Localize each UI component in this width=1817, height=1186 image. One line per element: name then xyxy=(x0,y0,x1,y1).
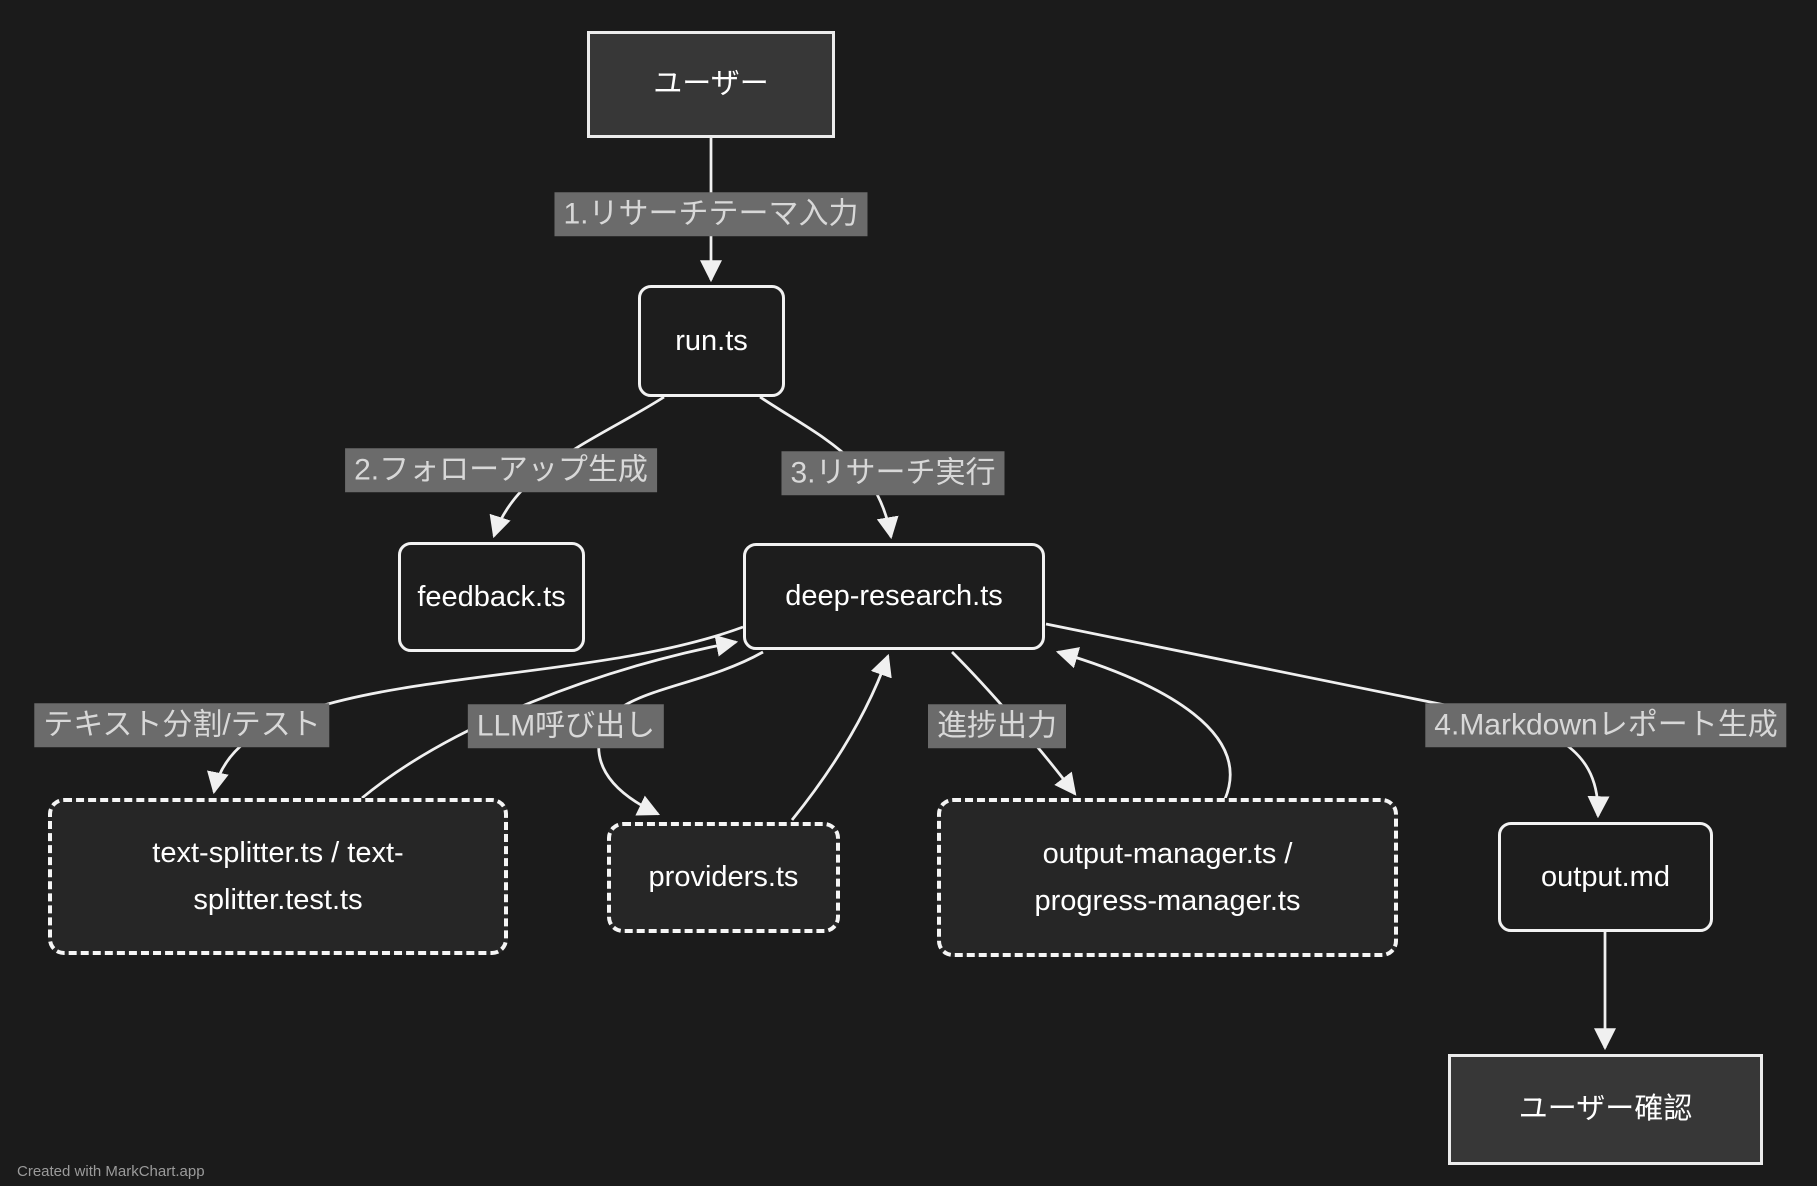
node-text-splitter-line1: text-splitter.ts / text- xyxy=(152,836,404,869)
edge-label-followup-generation: 2.フォローアップ生成 xyxy=(345,448,657,492)
node-output-md-label: output.md xyxy=(1541,860,1670,893)
node-output-md: output.md xyxy=(1498,822,1713,932)
node-user-label: ユーザー xyxy=(653,68,769,101)
node-run-ts-label: run.ts xyxy=(675,324,748,357)
node-output-manager-line1: output-manager.ts / xyxy=(1042,837,1293,870)
edge-label-research-execute: 3.リサーチ実行 xyxy=(781,451,1005,495)
node-output-manager-line2: progress-manager.ts xyxy=(1034,884,1301,917)
node-user-confirm: ユーザー確認 xyxy=(1448,1054,1763,1165)
node-feedback-ts-label: feedback.ts xyxy=(417,580,566,613)
edge-label-progress-output: 進捗出力 xyxy=(928,704,1066,748)
node-deep-research-ts: deep-research.ts xyxy=(743,543,1045,650)
edge-output-manager-deep-research xyxy=(1055,647,1232,800)
edge-label-markdown-report: 4.Markdownレポート生成 xyxy=(1425,703,1787,747)
markchart-credit: Created with MarkChart.app xyxy=(17,1163,205,1180)
edge-providers-deep-research xyxy=(790,653,892,821)
node-output-manager: output-manager.ts / progress-manager.ts xyxy=(937,798,1398,957)
node-run-ts: run.ts xyxy=(638,285,785,397)
node-providers-ts-label: providers.ts xyxy=(648,861,799,894)
node-text-splitter: text-splitter.ts / text- splitter.test.t… xyxy=(48,798,508,955)
node-providers-ts: providers.ts xyxy=(607,822,840,933)
edge-label-text-split-test: テキスト分割/テスト xyxy=(34,703,330,747)
edge-label-llm-call: LLM呼び出し xyxy=(467,704,665,748)
node-feedback-ts: feedback.ts xyxy=(398,542,585,652)
node-user: ユーザー xyxy=(587,31,835,138)
edge-label-research-theme-input: 1.リサーチテーマ入力 xyxy=(554,192,868,236)
edge-text-splitter-deep-research xyxy=(361,634,739,800)
node-text-splitter-line2: splitter.test.ts xyxy=(193,883,363,916)
node-user-confirm-label: ユーザー確認 xyxy=(1518,1093,1693,1126)
node-deep-research-ts-label: deep-research.ts xyxy=(785,580,1003,613)
